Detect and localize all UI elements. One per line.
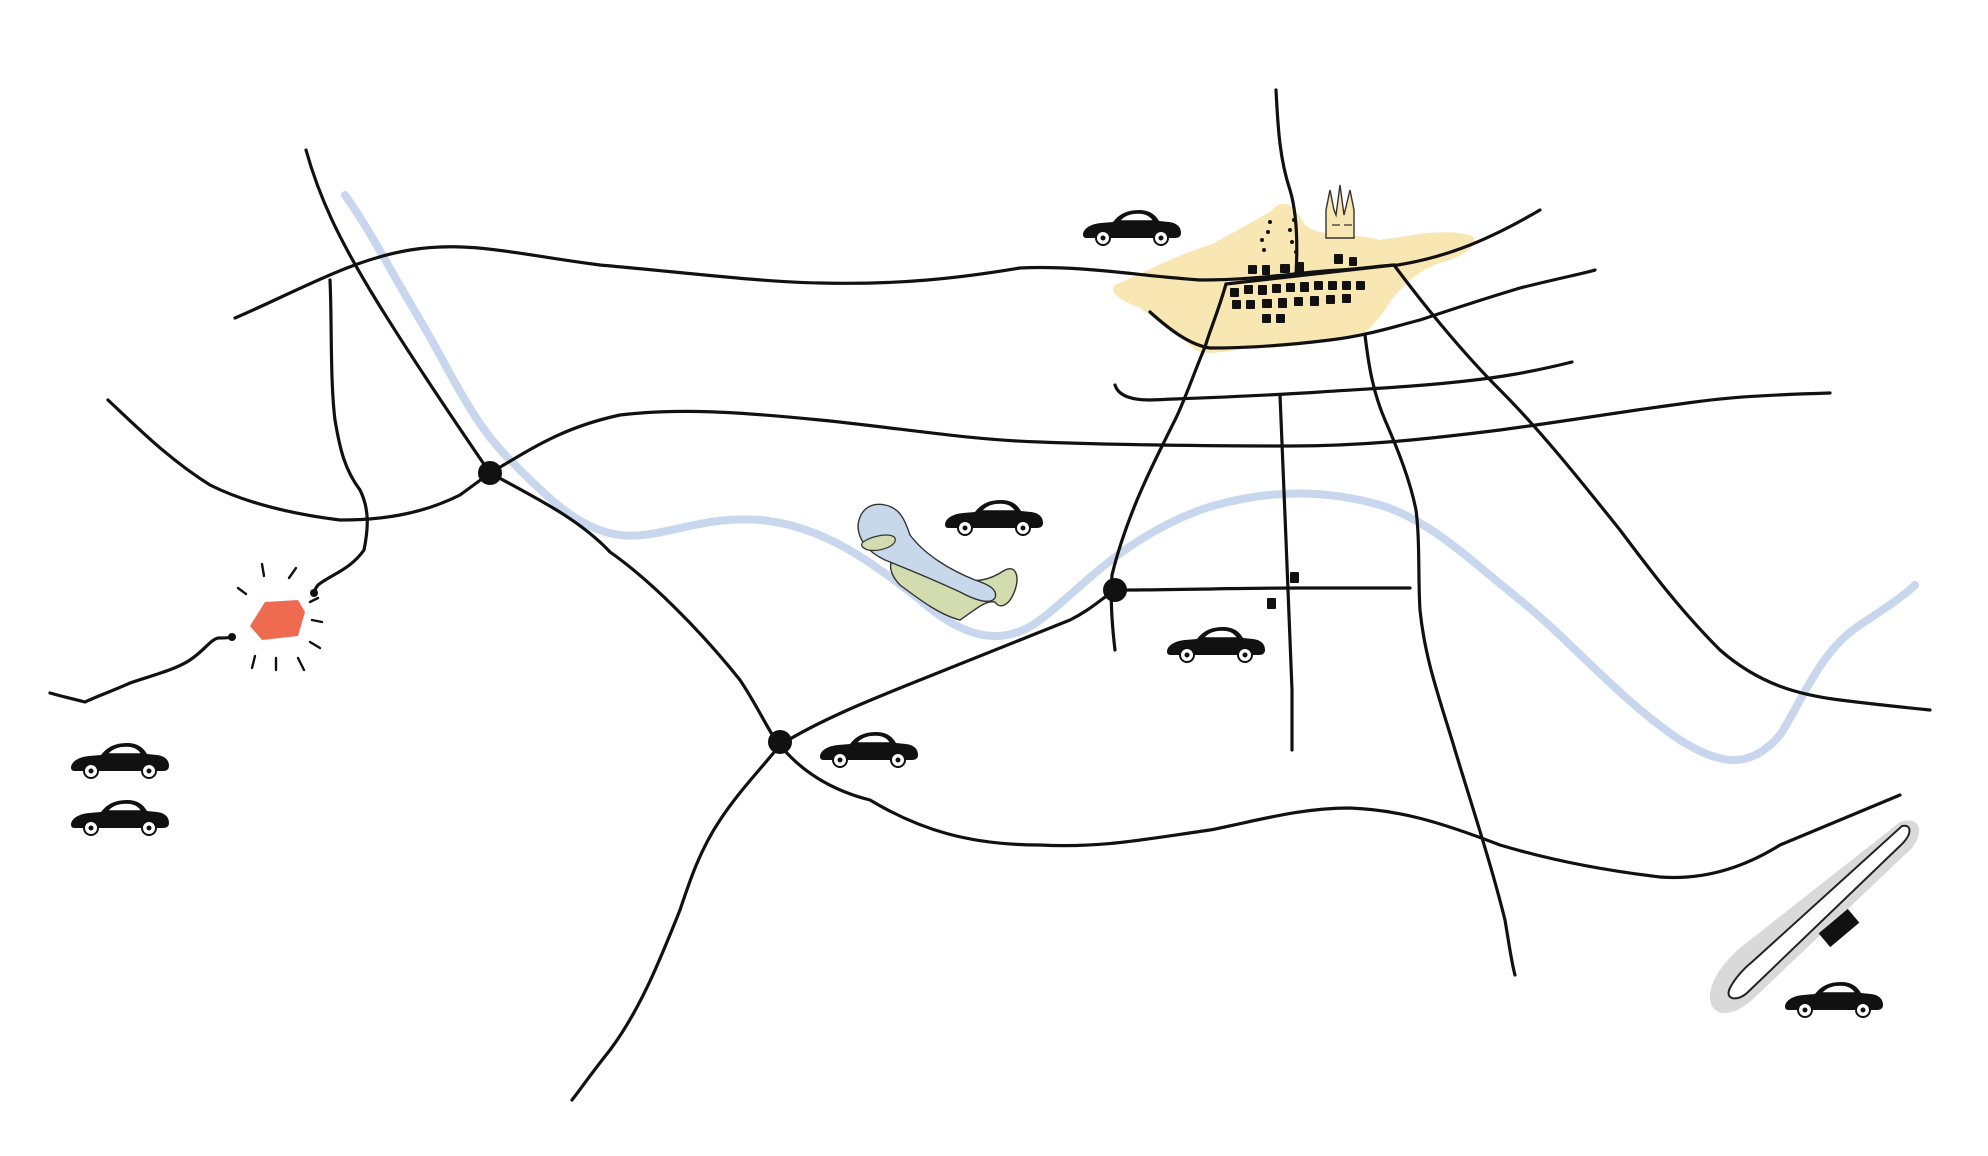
junction-dot-icon (768, 730, 792, 754)
car-icon (1784, 981, 1884, 1018)
road (1363, 333, 1517, 977)
building (1280, 264, 1290, 273)
building (1314, 281, 1323, 290)
building (1276, 314, 1285, 323)
road (778, 588, 1117, 747)
building (1246, 300, 1255, 309)
house-dot (1290, 240, 1294, 244)
road (304, 148, 1902, 880)
car-icon (1166, 626, 1266, 663)
building (1262, 299, 1272, 308)
road (1113, 586, 1412, 592)
house-dot (1292, 218, 1296, 222)
building (1294, 297, 1303, 306)
road (312, 278, 369, 597)
building (1334, 254, 1343, 264)
road (1109, 282, 1228, 652)
building (1230, 288, 1239, 297)
road (1278, 393, 1294, 752)
house-dot (1266, 230, 1270, 234)
building (1272, 284, 1281, 293)
house-dot (1268, 220, 1272, 224)
building (1258, 285, 1267, 295)
road (1392, 263, 1932, 712)
airport-runway-icon (1727, 824, 1911, 1000)
building (1262, 265, 1270, 275)
building (1310, 296, 1319, 306)
road (488, 391, 1832, 475)
building (1300, 282, 1309, 292)
building (1278, 298, 1287, 308)
road (48, 635, 234, 704)
road (1148, 268, 1597, 350)
building (1328, 281, 1337, 290)
building (1244, 285, 1253, 294)
building (1286, 283, 1295, 292)
car-icon (819, 731, 919, 768)
building (1232, 300, 1241, 309)
building (1262, 314, 1271, 323)
building (1342, 294, 1351, 303)
building (1290, 572, 1299, 583)
house-dot (1294, 250, 1298, 254)
house-dot (1288, 228, 1292, 232)
town-area (1112, 203, 1475, 353)
house-dot (1262, 248, 1266, 252)
lake-island (861, 534, 896, 551)
lake (857, 503, 997, 602)
road (106, 398, 492, 522)
town-buildings (1230, 218, 1365, 323)
building (1248, 265, 1257, 274)
highlight-site-shape[interactable] (250, 600, 305, 640)
car-icon (944, 499, 1044, 536)
airport (1709, 820, 1920, 1013)
house-dot (1260, 238, 1264, 242)
airport-terminal (1818, 908, 1860, 948)
road (1274, 88, 1299, 277)
car-icon (70, 742, 170, 779)
highlight-site-icon[interactable] (228, 562, 324, 672)
road (1224, 263, 1396, 286)
road (570, 743, 782, 1102)
road-endpoint-dot (228, 633, 236, 641)
building (1267, 598, 1276, 609)
car-icon (1082, 209, 1182, 246)
building (1349, 257, 1357, 266)
building (1296, 262, 1304, 272)
river (341, 191, 1919, 764)
road (1113, 360, 1574, 402)
junction-dot-icon (478, 461, 502, 485)
church-icon (1325, 184, 1355, 239)
building (1342, 281, 1351, 290)
road-endpoint-dot (310, 589, 318, 597)
building (1356, 281, 1365, 290)
junction-dot-icon (1103, 578, 1127, 602)
car-icon (70, 799, 170, 836)
building (1326, 295, 1335, 304)
